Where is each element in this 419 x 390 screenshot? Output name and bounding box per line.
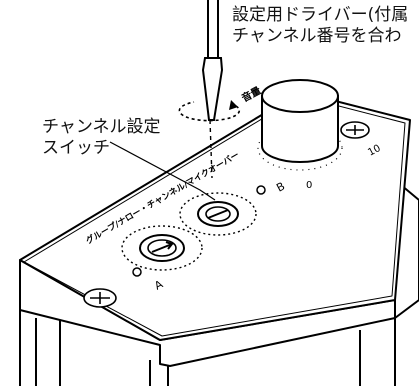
switch-callout: チャンネル設定 スイッチ (42, 117, 161, 159)
dial-a (121, 225, 203, 271)
driver-callout: 設定用ドライバー(付属 チャンネル番号を合わ (232, 5, 408, 47)
screw-slot-icon (90, 292, 110, 304)
led-b (256, 185, 266, 195)
screw-slot-icon (346, 125, 364, 135)
scale-min: 0 (306, 180, 312, 191)
rotation-arrow-icon (178, 101, 241, 122)
switch-callout-line1: チャンネル設定 (42, 117, 161, 137)
scale-max: 10 (366, 143, 382, 159)
device-legs (19, 310, 396, 386)
screwdriver-tip-icon (201, 57, 224, 121)
switch-callout-line2: スイッチ (42, 138, 110, 158)
screws (83, 121, 370, 308)
dial-b (179, 192, 257, 236)
top-plate-bevel (23, 95, 406, 337)
driver-callout-line1: 設定用ドライバー(付属 (232, 5, 409, 25)
driver-callout-line2: チャンネル番号を合わ (232, 26, 402, 46)
volume-knob (257, 79, 343, 171)
arrow-head-icon (229, 100, 238, 110)
volume-label: 音量 (239, 84, 263, 105)
led-a (132, 267, 142, 277)
dial-arrow-icon (151, 241, 174, 253)
callout-leader-line (109, 141, 216, 201)
screwdriver (201, 0, 224, 179)
